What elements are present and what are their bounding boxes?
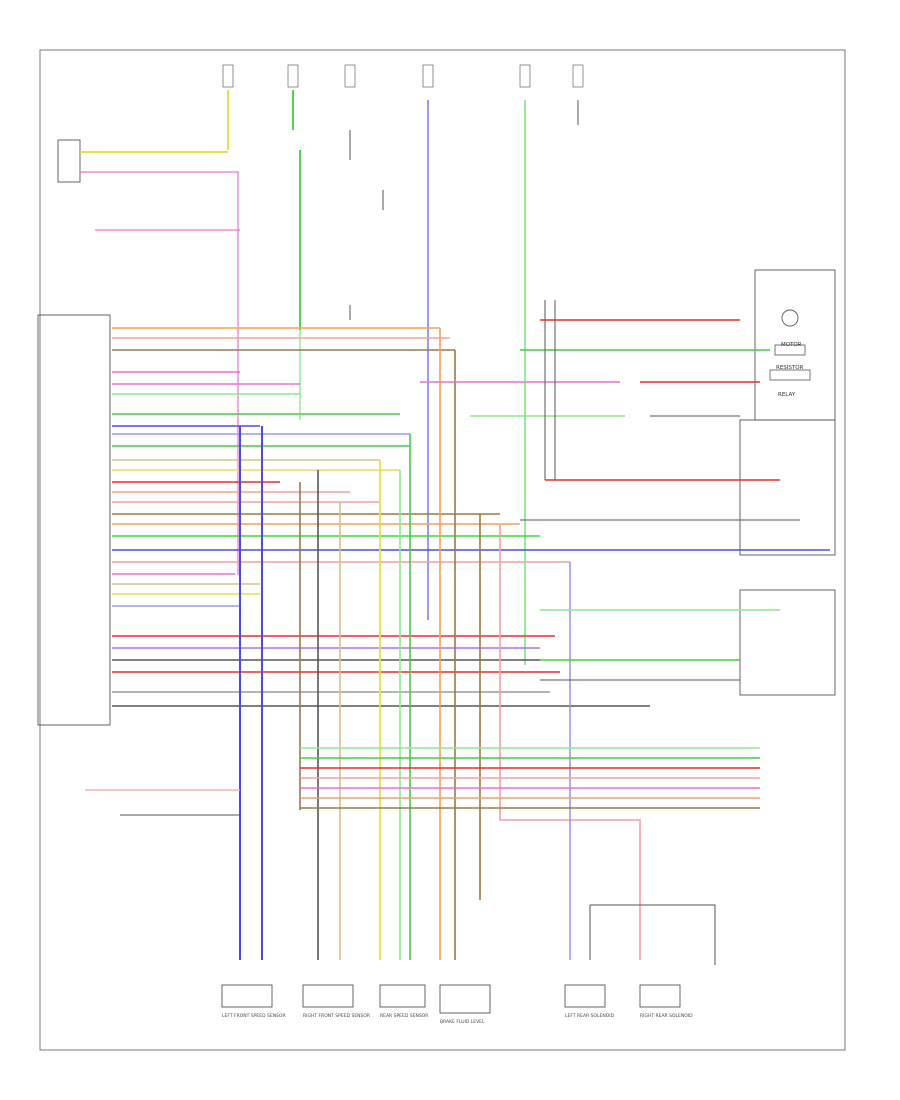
right-symbols: MOTOR RESISTOR RELAY	[769, 309, 811, 398]
right-lower-relay-box	[739, 589, 836, 696]
wire-pink-left	[80, 171, 239, 575]
bottom-component-label-1: RIGHT FRONT SPEED SENSOR	[303, 1013, 370, 1019]
motor-symbol	[781, 309, 799, 327]
bottom-component-box-1	[302, 984, 354, 1008]
wires	[80, 90, 830, 965]
bottom-component-box-2	[379, 984, 426, 1008]
top-connector-0	[222, 64, 234, 88]
top-connector-1	[287, 64, 299, 88]
bottom-component-label-4: LEFT REAR SOLENOID	[565, 1013, 615, 1019]
right-component-label-relay: RELAY	[778, 392, 796, 398]
bottom-component-label-3: BRAKE FLUID LEVEL	[440, 1019, 485, 1025]
upper-left-component	[57, 139, 81, 183]
top-connector-body-1	[287, 64, 299, 88]
abs-control-module	[37, 314, 111, 726]
top-connector-2	[344, 64, 356, 88]
bottom-components: LEFT FRONT SPEED SENSOR RIGHT FRONT SPEED…	[221, 984, 693, 1025]
diagram-frame	[39, 49, 846, 1051]
top-connector-5	[572, 64, 584, 88]
top-connector-body-2	[344, 64, 356, 88]
bottom-component-box-5	[639, 984, 681, 1008]
top-connector-body-5	[572, 64, 584, 88]
top-connector-body-4	[519, 64, 531, 88]
right-relay-box	[739, 419, 836, 556]
relay-symbol	[769, 369, 811, 381]
right-component-label-resistor: RESISTOR	[776, 365, 804, 371]
top-connector-3	[422, 64, 434, 88]
top-connector-body-0	[222, 64, 234, 88]
right-component-label-motor: MOTOR	[781, 342, 802, 348]
bottom-component-label-0: LEFT FRONT SPEED SENSOR	[222, 1013, 286, 1019]
bottom-component-label-5: RIGHT REAR SOLENOID	[640, 1013, 693, 1019]
top-connector-body-3	[422, 64, 434, 88]
top-connectors	[222, 64, 584, 88]
bottom-component-box-4	[564, 984, 606, 1008]
resistor-symbol	[774, 344, 806, 356]
wire-right-ground	[590, 904, 716, 965]
top-connector-4	[519, 64, 531, 88]
bottom-component-label-2: REAR SPEED SENSOR	[380, 1013, 428, 1019]
bottom-component-box-3	[439, 984, 491, 1014]
bottom-component-box-0	[221, 984, 273, 1008]
